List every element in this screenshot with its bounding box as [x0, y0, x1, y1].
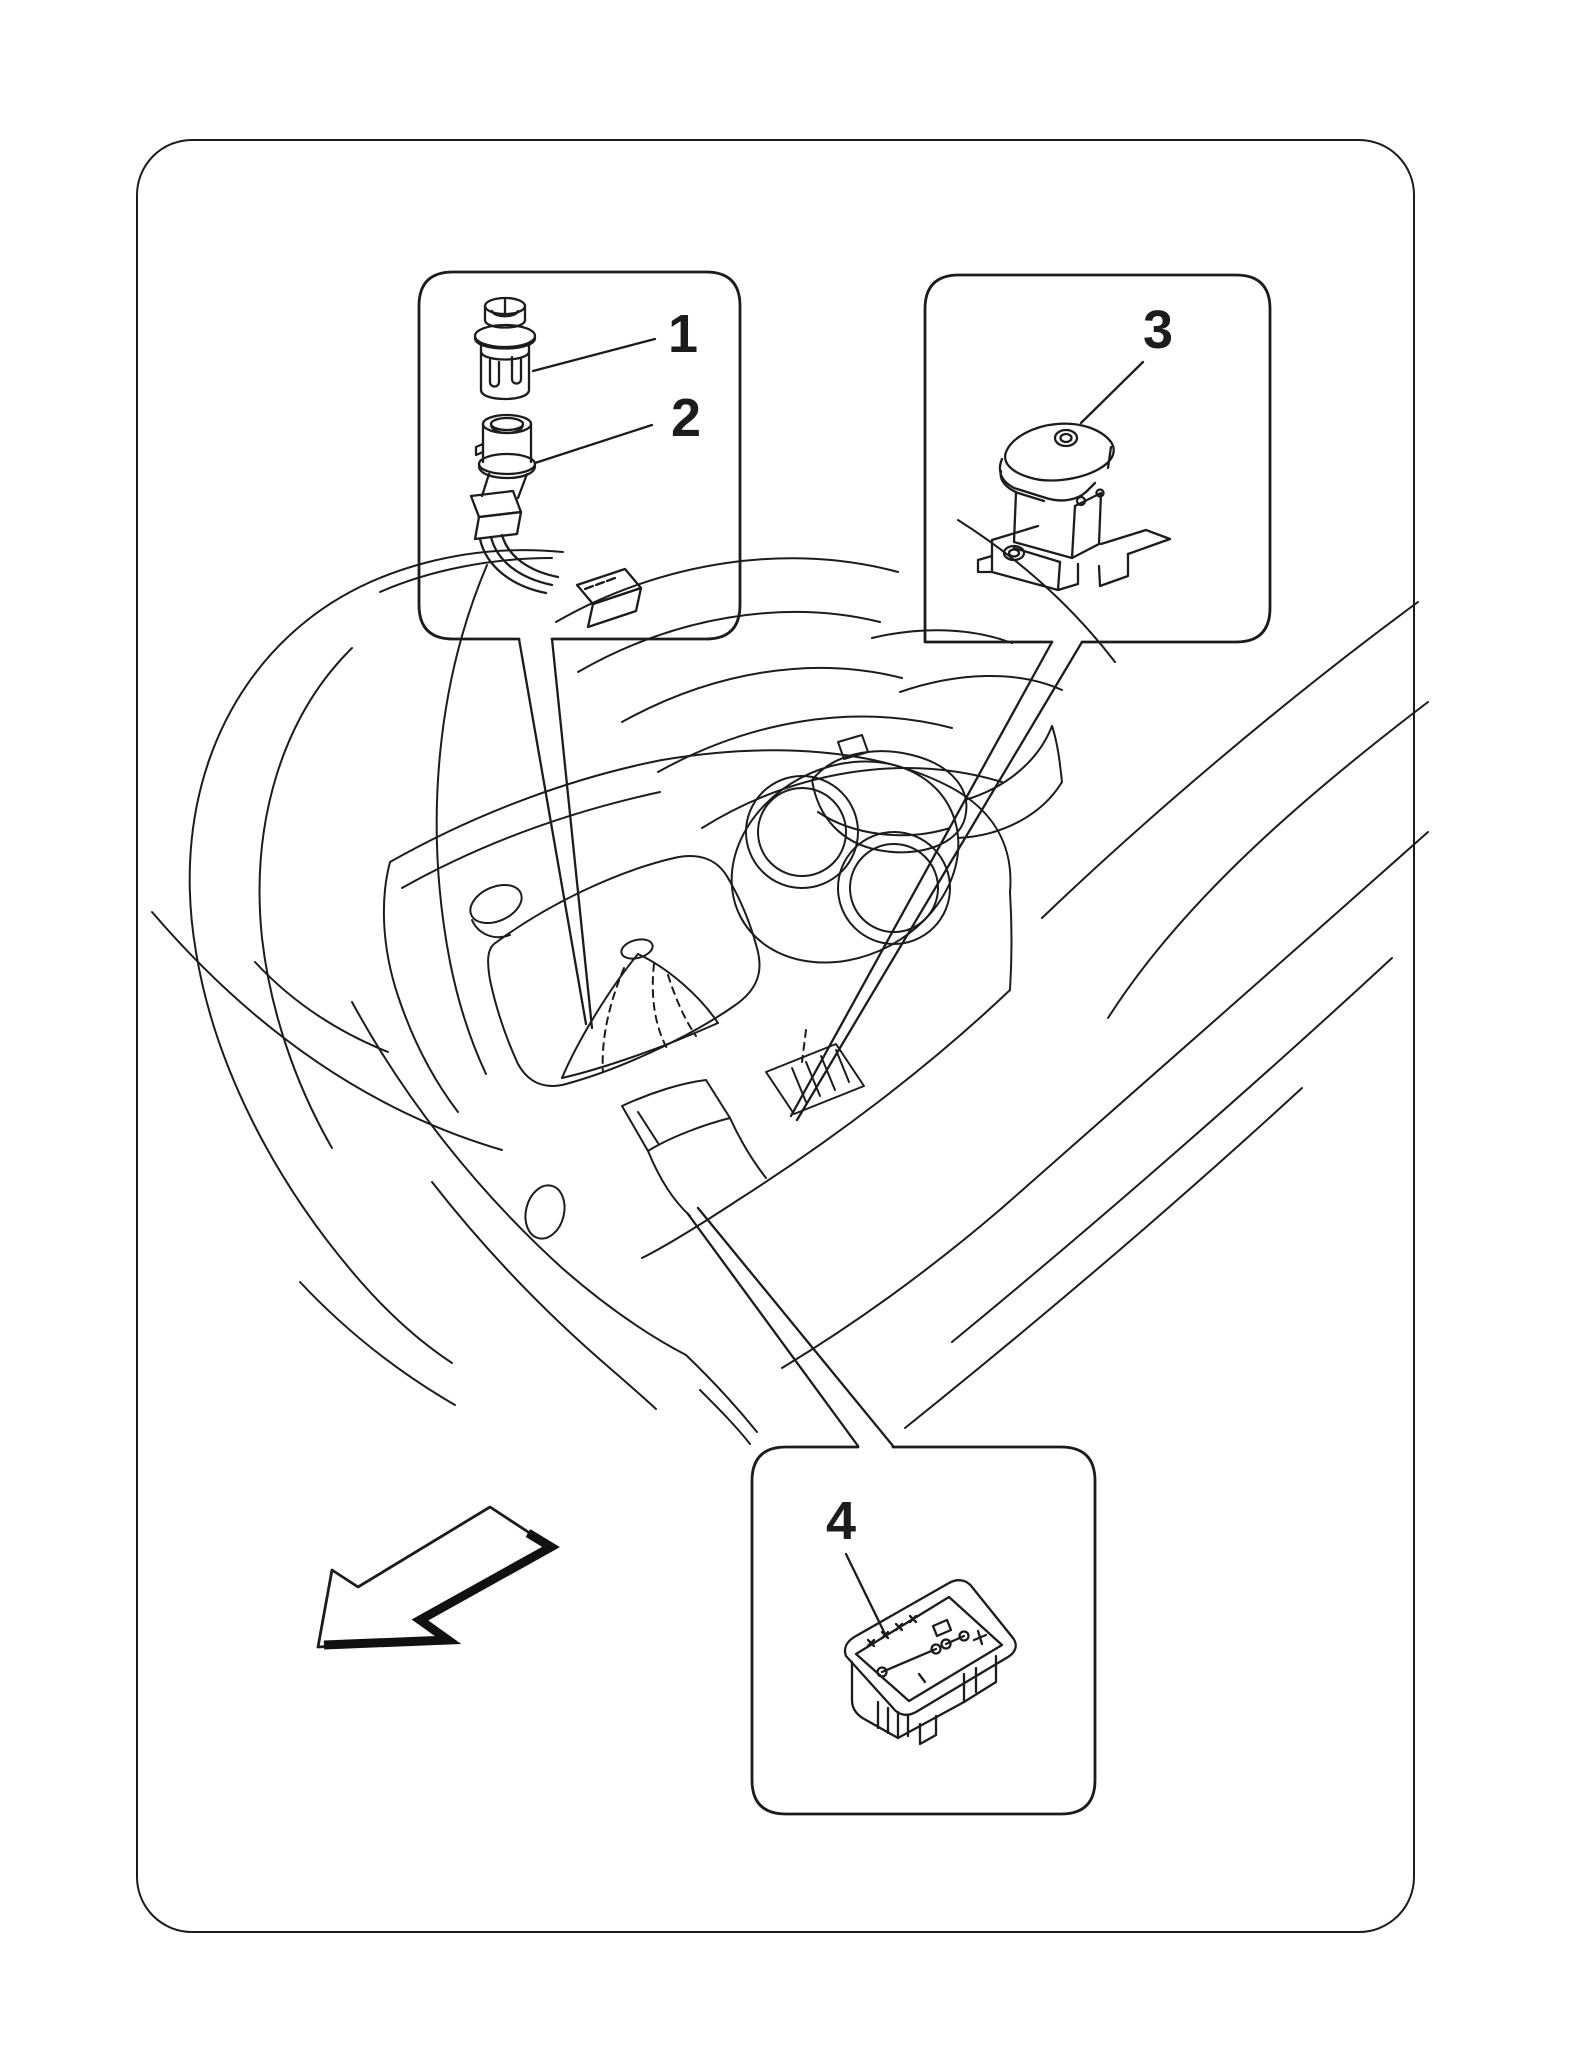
- callout-label-4: 4: [826, 1491, 856, 1551]
- direction-arrow: [316, 1505, 560, 1650]
- console-knob: [469, 883, 523, 925]
- door-sill-lines: [781, 601, 1429, 1429]
- callout-label-3: 3: [1143, 300, 1173, 360]
- callout-label-1: 1: [668, 304, 698, 364]
- leader-lines: [517, 637, 1084, 1448]
- rear-deck-lines: [555, 519, 1116, 829]
- label-leader-lines: [531, 337, 1145, 1638]
- diagram-border: [136, 139, 1415, 1933]
- lighter-socket-wiring-icon: [469, 413, 643, 629]
- switch-recess: [765, 1029, 865, 1115]
- switch-pocket: [621, 1079, 767, 1217]
- parking-brake-icon: [1053, 428, 1079, 448]
- switch-panel-icon: [843, 1579, 1017, 1746]
- cigarette-lighter-plug-icon: [473, 296, 537, 401]
- seat-drawing: [151, 549, 564, 1406]
- armrest: [811, 675, 1063, 854]
- callout-box-4: [750, 1445, 1097, 1816]
- cup-holders: [730, 734, 960, 964]
- car-interior-drawing: [151, 519, 1429, 1445]
- callout-box-3: [923, 273, 1272, 644]
- gear-shift-boot: [469, 855, 761, 1087]
- console-oval-hole: [524, 1184, 566, 1240]
- plus-icon: [972, 1629, 988, 1646]
- callout-box-1: [417, 270, 742, 641]
- console-body: [351, 749, 1013, 1445]
- push-switch-icon: [976, 422, 1172, 592]
- callout-label-2: 2: [671, 388, 701, 448]
